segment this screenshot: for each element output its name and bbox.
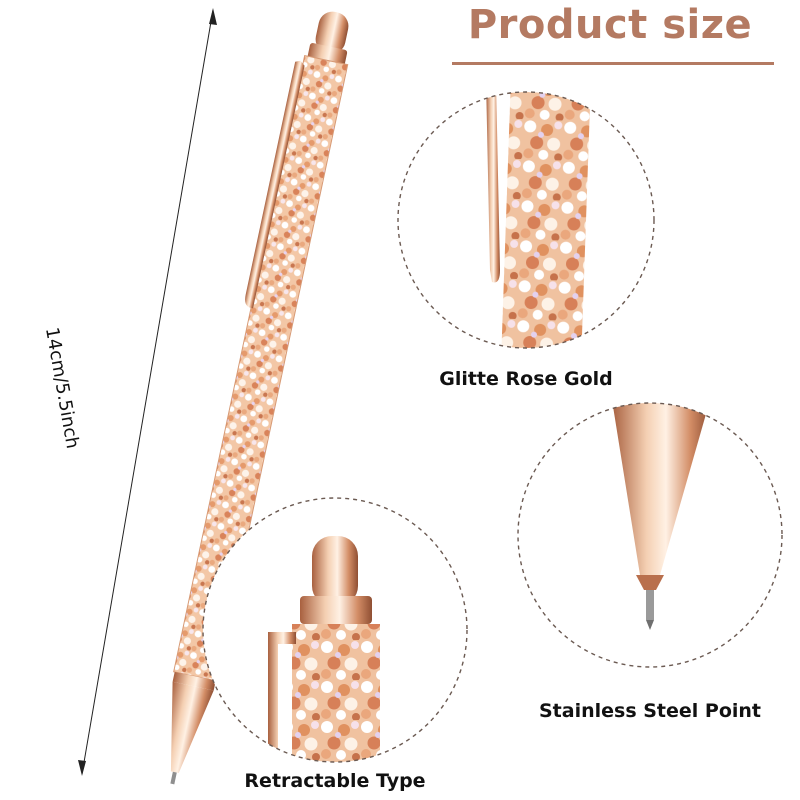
steel-point-caption: Stainless Steel Point bbox=[538, 700, 762, 722]
dimension-arrow bbox=[78, 8, 217, 776]
steel-point-closeup bbox=[517, 402, 783, 668]
retractable-caption: Retractable Type bbox=[244, 770, 426, 792]
retractable-closeup bbox=[202, 497, 468, 763]
main-pen bbox=[170, 11, 349, 785]
title-underline bbox=[452, 62, 774, 65]
glitter-caption: Glitte Rose Gold bbox=[439, 368, 613, 390]
glitter-closeup bbox=[397, 91, 655, 349]
page-title: Product size bbox=[467, 2, 753, 48]
